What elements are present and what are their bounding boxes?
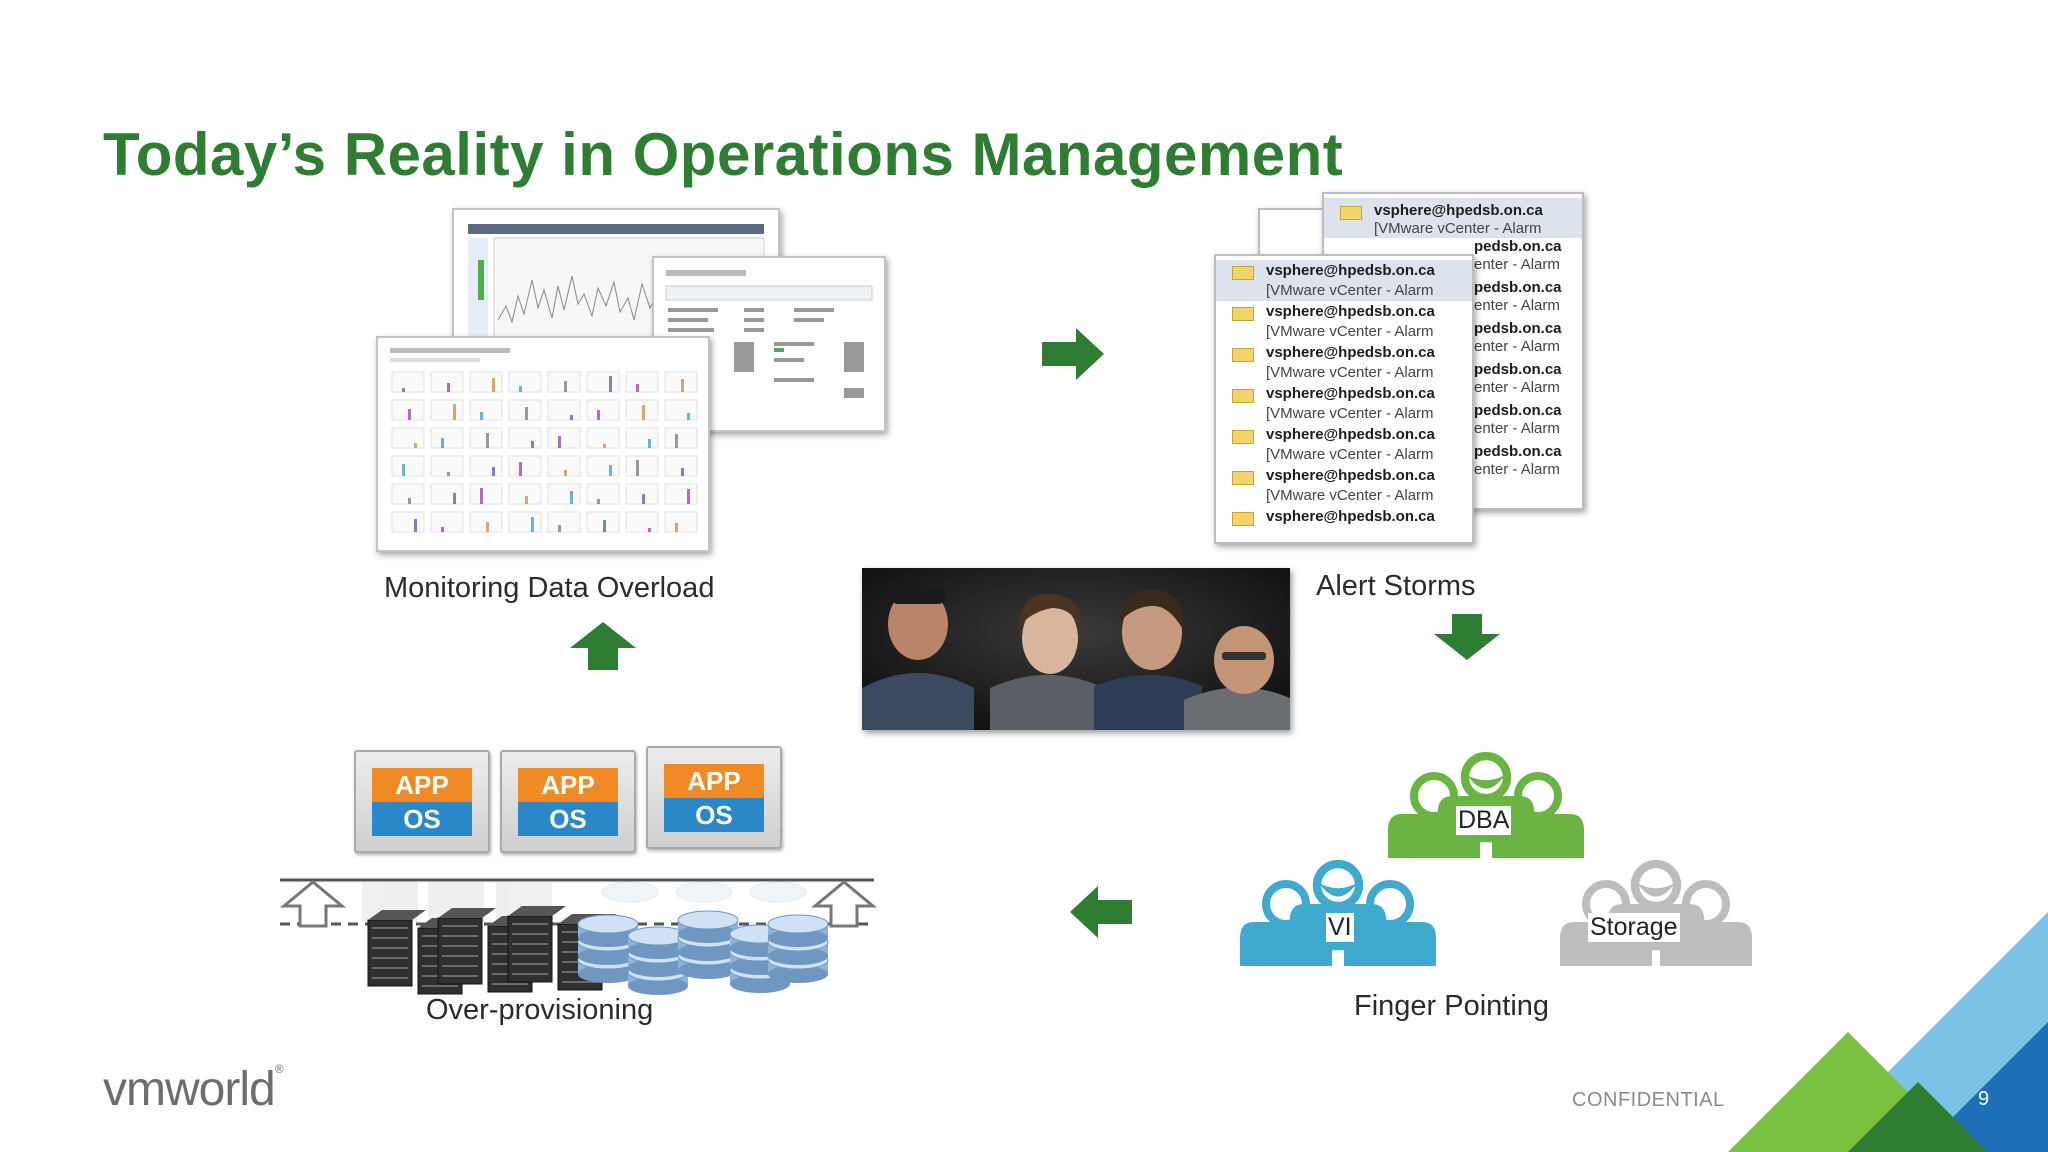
email-back-fragment-subject: enter - Alarm [1474,297,1560,314]
arrow-up-outline-icon [280,880,346,928]
email-list-item[interactable]: vsphere@hpedsb.on.ca [VMware vCenter - Al… [1216,383,1472,424]
email-subject: [VMware vCenter - Alarm [1266,364,1434,381]
server-rack-icon [367,910,426,987]
envelope-icon [1232,471,1254,485]
email-list-item[interactable]: vsphere@hpedsb.on.ca [VMware vCenter - Al… [1216,260,1472,301]
alert-email-windows: vsphere@hpedsb.on.ca [VMware vCenter - A… [1210,190,1600,550]
arrow-up-icon [570,622,636,670]
envelope-icon [1232,348,1254,362]
corner-triangle-dark-green [1848,1082,1988,1152]
dashboard-screenshot-front [376,336,710,552]
corner-decoration [1728,912,2048,1152]
email-back-sender: vsphere@hpedsb.on.ca [1374,202,1543,219]
email-sender: vsphere@hpedsb.on.ca [1266,262,1435,279]
email-back-fragment-sender: pedsb.on.ca [1474,402,1562,419]
email-sender: vsphere@hpedsb.on.ca [1266,303,1435,320]
envelope-icon [1232,512,1254,526]
storage-disk-icon [677,910,739,979]
email-subject: [VMware vCenter - Alarm [1266,282,1434,299]
email-subject: [VMware vCenter - Alarm [1266,405,1434,422]
email-sender: vsphere@hpedsb.on.ca [1266,508,1435,525]
envelope-icon [1232,389,1254,403]
table-thumbnail [665,270,873,398]
email-back-selected-row [1324,198,1582,238]
email-sender: vsphere@hpedsb.on.ca [1266,344,1435,361]
email-back-subject: [VMware vCenter - Alarm [1374,220,1542,237]
email-sender: vsphere@hpedsb.on.ca [1266,467,1435,484]
page-number: 9 [1978,1088,1990,1110]
arrow-down-icon [1434,614,1500,660]
people-silhouettes [862,568,1290,730]
os-layer-label: OS [664,798,764,832]
server-rack-icon [507,906,566,983]
email-list-item[interactable]: vsphere@hpedsb.on.ca [VMware vCenter - Al… [1216,424,1472,465]
email-list-item[interactable]: vsphere@hpedsb.on.ca [VMware vCenter - Al… [1216,342,1472,383]
caption-overprovisioning: Over-provisioning [426,994,654,1026]
email-subject: [VMware vCenter - Alarm [1266,446,1434,463]
email-back-fragment-sender: pedsb.on.ca [1474,443,1562,460]
envelope-icon [1232,307,1254,321]
email-back-fragment-sender: pedsb.on.ca [1474,238,1562,255]
email-list-item[interactable]: vsphere@hpedsb.on.ca [VMware vCenter - Al… [1216,465,1472,506]
email-back-fragment-subject: enter - Alarm [1474,379,1560,396]
app-layer-label: APP [664,764,764,798]
os-layer-label: OS [518,802,618,836]
sparkline-grid-thumbnail [390,348,698,533]
team-label-vi: VI [1326,913,1354,942]
storage-disk-icon [767,914,829,983]
vmworld-logo: vmworld® [103,1062,284,1117]
email-window-front: vsphere@hpedsb.on.ca [VMware vCenter - Al… [1214,254,1474,544]
email-back-fragment-subject: enter - Alarm [1474,420,1560,437]
email-back-fragment-subject: enter - Alarm [1474,338,1560,355]
arrow-left-icon [1070,886,1132,938]
server-rack-icon [437,908,496,985]
email-back-fragment-sender: pedsb.on.ca [1474,361,1562,378]
arrow-up-outline-icon [811,880,877,928]
people-photo [862,568,1290,730]
infrastructure-illustration [280,878,874,995]
arrow-right-icon [1042,328,1104,380]
confidential-label: CONFIDENTIAL [1572,1089,1725,1111]
team-label-dba: DBA [1456,806,1512,835]
storage-disk-icon [577,914,639,983]
logo-text: vmworld [103,1063,276,1116]
email-back-fragment-subject: enter - Alarm [1474,461,1560,478]
storage-disk-icon [627,926,689,995]
email-back-fragment-subject: enter - Alarm [1474,256,1560,273]
envelope-icon [1340,206,1362,220]
email-back-fragment-sender: pedsb.on.ca [1474,279,1562,296]
email-list-item[interactable]: vsphere@hpedsb.on.ca [1216,506,1472,542]
app-layer-label: APP [518,768,618,802]
envelope-icon [1232,266,1254,280]
os-layer-label: OS [372,802,472,836]
team-label-storage: Storage [1588,913,1680,942]
email-sender: vsphere@hpedsb.on.ca [1266,426,1435,443]
slide-title: Today’s Reality in Operations Management [103,121,1344,188]
monitoring-screenshots [370,200,910,560]
email-back-fragment-sender: pedsb.on.ca [1474,320,1562,337]
envelope-icon [1232,430,1254,444]
app-layer-label: APP [372,768,472,802]
email-list-item[interactable]: vsphere@hpedsb.on.ca [VMware vCenter - Al… [1216,301,1472,342]
logo-registered-mark: ® [274,1062,284,1076]
email-sender: vsphere@hpedsb.on.ca [1266,385,1435,402]
email-subject: [VMware vCenter - Alarm [1266,323,1434,340]
email-subject: [VMware vCenter - Alarm [1266,487,1434,504]
caption-alerts: Alert Storms [1316,570,1476,602]
caption-finger-pointing: Finger Pointing [1354,990,1550,1022]
caption-monitoring: Monitoring Data Overload [384,572,715,604]
